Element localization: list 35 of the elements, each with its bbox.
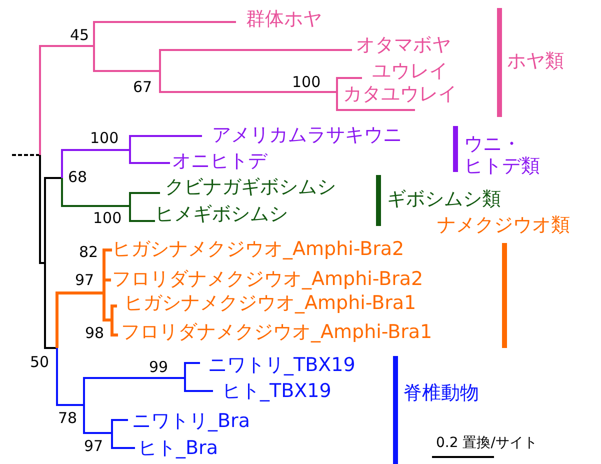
bootstrap-value: 50: [30, 354, 50, 371]
taxon-label: カタユウレイ: [343, 84, 457, 106]
bootstrap-value: 100: [90, 130, 119, 147]
taxon-label: フロリダナメクジウオ_Amphi-Bra2: [112, 269, 424, 291]
bootstrap-value: 100: [93, 210, 122, 227]
taxon-label: ニワトリ_Bra: [132, 411, 250, 433]
bootstrap-value: 82: [79, 244, 98, 261]
taxon-label: ヒガシナメクジウオ_Amphi-Bra1: [124, 293, 416, 315]
taxon-label: オニヒトデ: [172, 151, 267, 173]
taxon-label: フロリダナメクジウオ_Amphi-Bra1: [121, 322, 432, 344]
bootstrap-value: 99: [149, 358, 168, 376]
taxon-label: ニワトリ_TBX19: [208, 355, 356, 377]
clade-label: ギボシムシ類: [387, 189, 501, 211]
bootstrap-value: 67: [133, 78, 152, 96]
taxon-label: クビナガギボシムシ: [165, 177, 336, 199]
taxon-label: ヒト_Bra: [138, 438, 218, 460]
scale-label: 0.2 置換/サイト: [436, 435, 538, 452]
taxon-label: オタマボヤ: [356, 35, 451, 57]
clade-label: 脊椎動物: [403, 383, 479, 405]
clade-label: ホヤ類: [507, 51, 564, 73]
clade-label: ナメクジウオ類: [437, 215, 570, 237]
clade-label: ウニ・ヒトデ類: [464, 133, 541, 177]
bootstrap-value: 97: [75, 272, 94, 289]
bootstrap-value: 100: [292, 74, 321, 91]
taxon-label: ユウレイ: [372, 61, 448, 83]
bootstrap-value: 97: [84, 438, 104, 455]
taxon-label: ヒト_TBX19: [222, 381, 332, 403]
taxon-label: 群体ホヤ: [246, 9, 322, 31]
bootstrap-value: 78: [58, 410, 78, 427]
taxon-label: ヒガシナメクジウオ_Amphi-Bra2: [112, 239, 404, 261]
taxon-label: ヒメギボシムシ: [155, 204, 288, 226]
bootstrap-value: 98: [85, 324, 104, 342]
bootstrap-value: 45: [70, 26, 90, 44]
taxon-label: アメリカムラサキウニ: [212, 125, 402, 147]
bootstrap-value: 68: [68, 168, 88, 186]
